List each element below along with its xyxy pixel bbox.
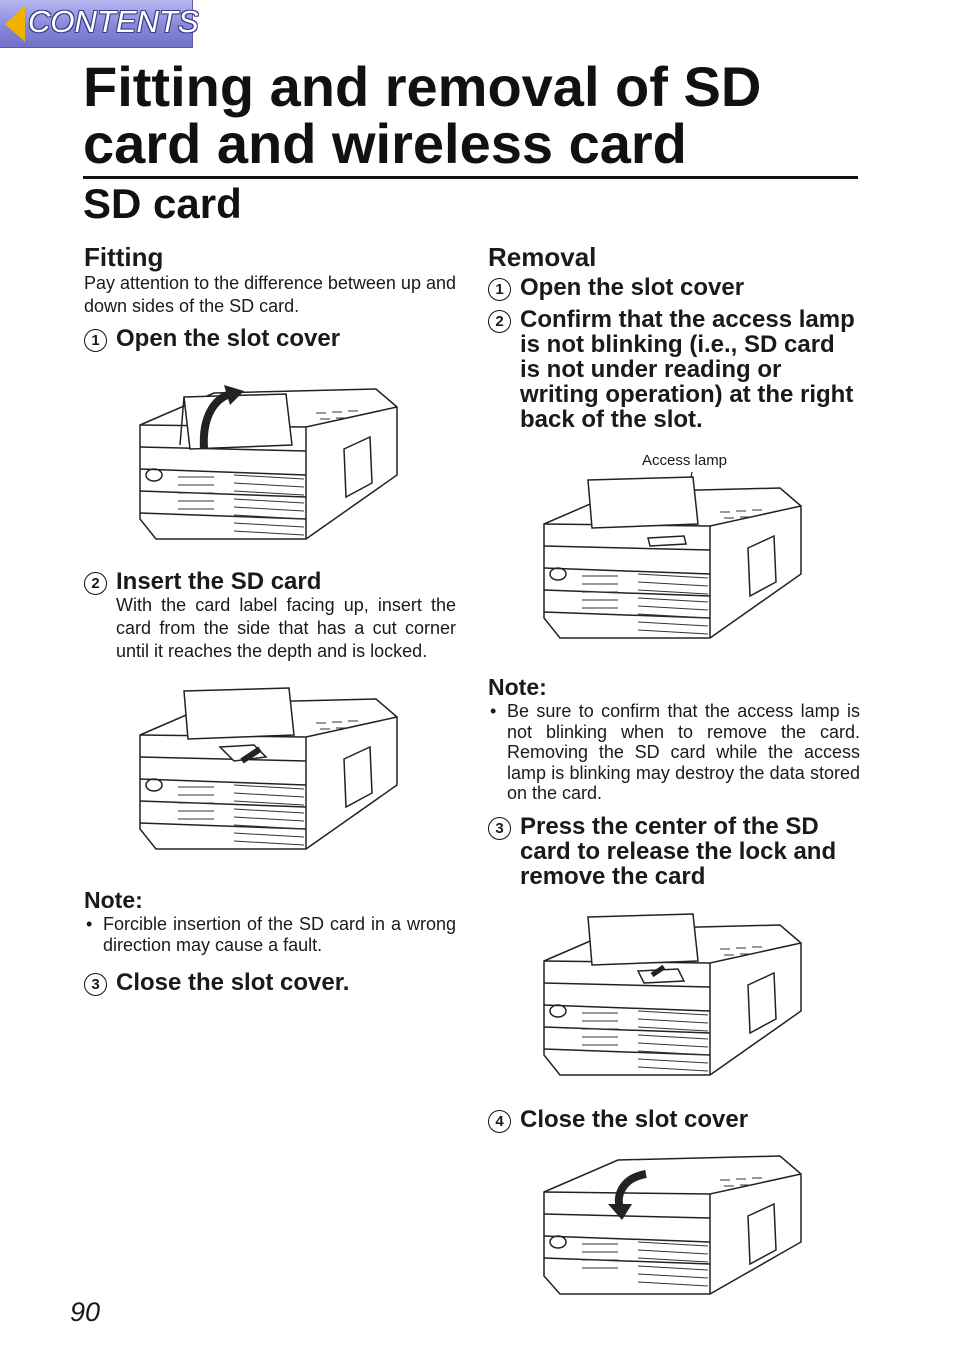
removal-step-3: 3 Press the center of the SD card to rel… [488,814,860,889]
fitting-step-3: 3 Close the slot cover. [84,969,456,996]
note-text: Be sure to confirm that the access lamp … [507,701,860,803]
note-text: Forcible insertion of the SD card in a w… [103,914,456,955]
fitting-step-1: 1 Open the slot cover [84,325,456,352]
removal-step-2: 2 Confirm that the access lamp is not bl… [488,307,860,432]
note-heading: Note: [488,674,547,700]
removal-column: Removal 1 Open the slot cover 2 Confirm … [488,242,860,1304]
access-lamp-label: Access lamp [642,452,728,469]
back-arrow-icon [5,6,25,42]
step-title: Close the slot cover. [116,969,350,996]
contents-button[interactable]: CONTENTS [0,0,199,48]
projector-remove-card-illustration [543,912,802,1076]
section-title: SD card [83,180,242,227]
fitting-column: Fitting Pay attention to the difference … [84,242,456,996]
step-title: Open the slot cover [520,274,745,301]
removal-step-1: 1 Open the slot cover [488,274,860,301]
access-lamp-figure: Access lamp [488,452,860,652]
note-item: • Be sure to confirm that the access lamp… [488,701,860,804]
projector-open-cover-illustration [139,385,398,540]
step-title: Confirm that the access lamp is not blin… [520,306,855,433]
removal-step-4: 4 Close the slot cover [488,1105,860,1133]
bullet: • [86,914,93,934]
step-description: With the card label facing up, insert th… [116,595,456,661]
fitting-heading: Fitting [84,242,164,272]
step-title: Close the slot cover [520,1105,749,1133]
step-title: Press the center of the SD card to relea… [520,812,837,890]
step-title: Insert the SD card [116,568,322,595]
step-number: 4 [488,1109,511,1133]
contents-label: CONTENTS [28,4,199,39]
projector-insert-card-illustration [139,687,398,850]
step-number: 3 [488,816,511,840]
note-item: • Forcible insertion of the SD card in a … [84,914,456,956]
step-number: 3 [84,973,107,996]
projector-close-cover-illustration [543,1154,802,1295]
fitting-note: Note: • Forcible insertion of the SD card… [84,887,456,956]
fitting-step-2: 2 Insert the SD card With the card label… [84,569,456,663]
bullet: • [490,701,497,721]
projector-access-lamp-illustration [543,471,802,639]
fitting-intro: Pay attention to the difference between … [84,273,456,316]
step-number: 1 [84,329,107,352]
page-title: Fitting and removal of SD card and wirel… [83,58,858,179]
note-heading: Note: [84,887,143,913]
step-number: 2 [84,572,107,595]
removal-heading: Removal [488,242,597,272]
removal-note: Note: • Be sure to confirm that the acces… [488,674,860,804]
step-title: Open the slot cover [116,325,341,352]
step-number: 2 [488,310,511,333]
step-number: 1 [488,278,511,301]
page-number: 90 [70,1297,101,1327]
